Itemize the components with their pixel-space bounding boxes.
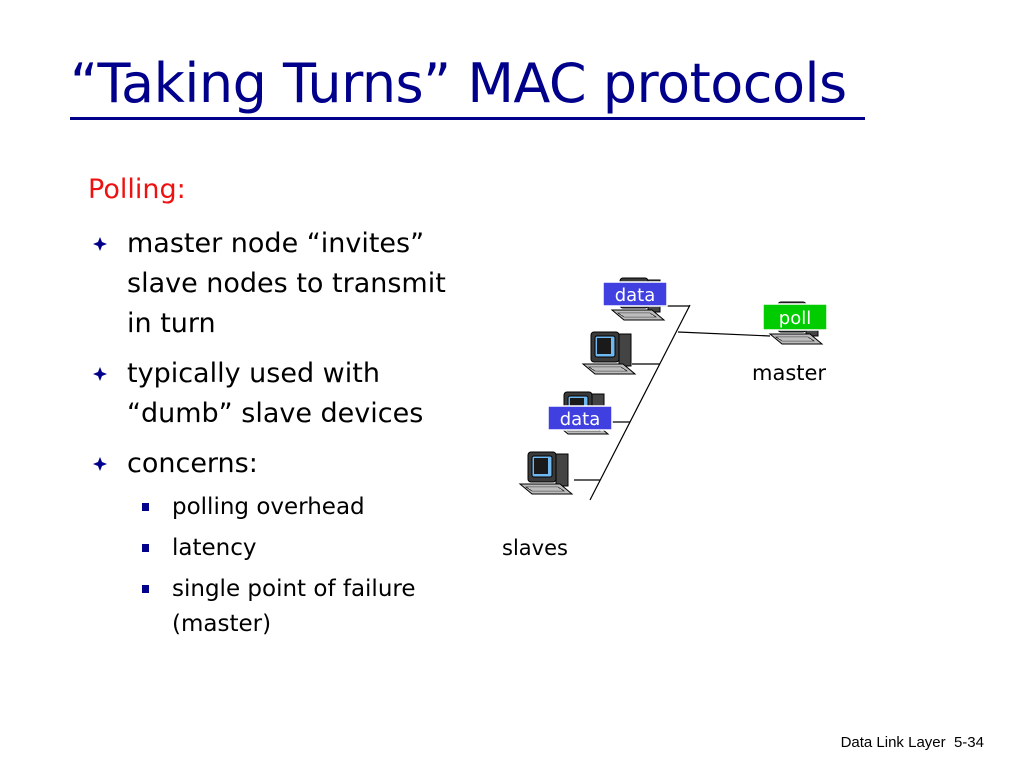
- slave-computer-icon: [582, 331, 636, 375]
- slide-title: “Taking Turns” MAC protocols: [70, 52, 847, 115]
- sub-bullet-text: single point of failure (master): [172, 576, 416, 637]
- slave-computer-icon: [519, 451, 573, 495]
- sub-bullet-text: latency: [172, 535, 257, 561]
- bullet-text: master node “invites” slave nodes to tra…: [127, 228, 446, 339]
- sub-bullet-text: polling overhead: [172, 494, 365, 520]
- footer-chapter: Data Link Layer: [840, 734, 946, 751]
- diamond-bullet-icon: [90, 354, 110, 394]
- title-underline: [70, 117, 865, 120]
- data-tag-box: [602, 281, 668, 307]
- square-bullet-icon: [142, 503, 149, 511]
- subheading: Polling:: [88, 174, 186, 205]
- square-bullet-icon: [142, 544, 149, 552]
- master-label: master: [752, 361, 827, 385]
- data-tag-box: [547, 405, 613, 431]
- master-link-line: [677, 331, 771, 337]
- footer-page-number: 5-34: [953, 734, 984, 751]
- poll-tag-label: poll: [779, 308, 811, 329]
- slide-footer: Data Link Layer 5-34: [841, 734, 984, 751]
- bullet-text: concerns:: [127, 448, 258, 479]
- square-bullet-icon: [142, 585, 149, 593]
- data-tag-label: data: [615, 285, 656, 306]
- diamond-bullet-icon: [90, 444, 110, 484]
- slaves-label: slaves: [502, 536, 568, 560]
- poll-tag-box: [762, 303, 828, 331]
- bullet-text: typically used with “dumb” slave devices: [127, 358, 424, 429]
- diamond-bullet-icon: [90, 224, 110, 264]
- bus-line: [589, 304, 691, 501]
- data-tag-label: data: [560, 409, 601, 430]
